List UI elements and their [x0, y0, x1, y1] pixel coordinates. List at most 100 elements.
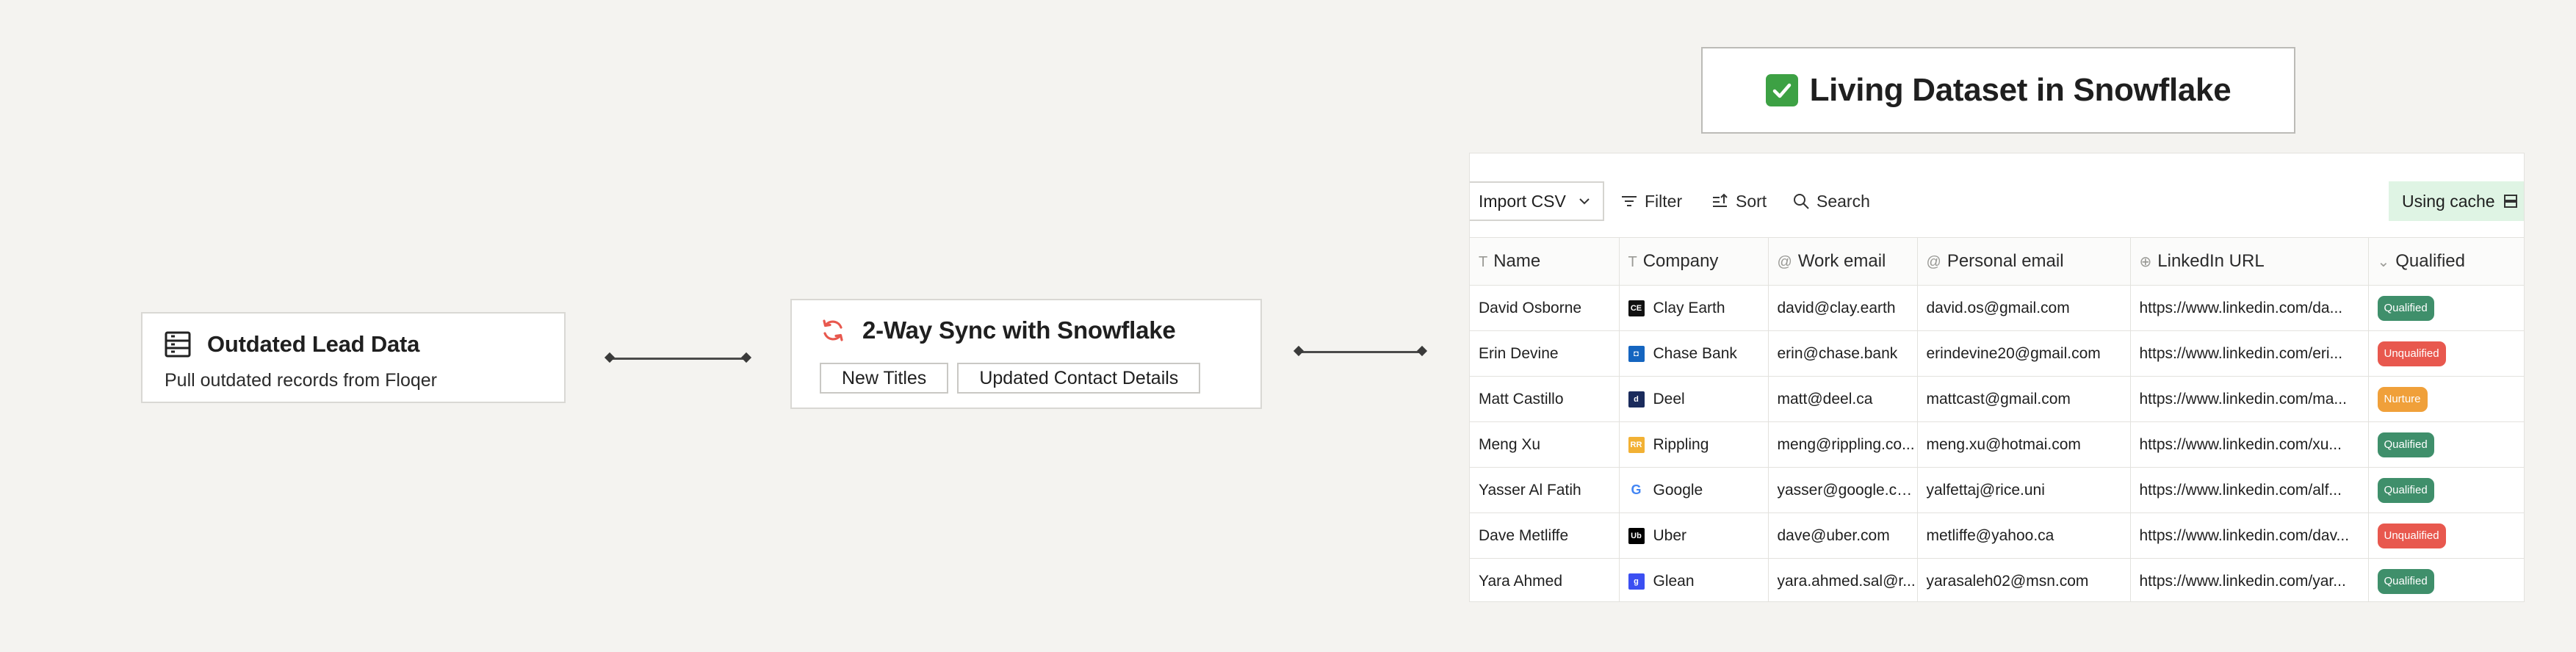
- cell-linkedin-url[interactable]: https://www.linkedin.com/ma...: [2130, 376, 2369, 422]
- outdated-lead-data-card: Outdated Lead Data Pull outdated records…: [141, 312, 566, 403]
- filter-button[interactable]: Filter: [1620, 181, 1682, 221]
- cell-company[interactable]: d Deel: [1619, 376, 1769, 422]
- table-row[interactable]: Meng Xu RR Rippling meng@rippling.co... …: [1470, 421, 2524, 468]
- status-badge: Nurture: [2377, 386, 2428, 412]
- cell-qualified[interactable]: Nurture: [2368, 376, 2524, 422]
- cell-qualified[interactable]: Qualified: [2368, 421, 2524, 468]
- company-name: Chase Bank: [1653, 344, 1737, 362]
- cell-linkedin-url[interactable]: https://www.linkedin.com/da...: [2130, 285, 2369, 331]
- search-icon: [1794, 194, 1809, 209]
- cell-name[interactable]: Erin Devine: [1470, 330, 1620, 377]
- cell-name[interactable]: Meng Xu: [1470, 421, 1620, 468]
- cell-qualified[interactable]: Qualified: [2368, 558, 2524, 601]
- cell-company[interactable]: CE Clay Earth: [1619, 285, 1769, 331]
- search-button[interactable]: Search: [1792, 181, 1870, 221]
- filter-label: Filter: [1645, 191, 1683, 211]
- cell-company[interactable]: Ub Uber: [1619, 512, 1769, 559]
- cell-work-email[interactable]: matt@deel.ca: [1768, 376, 1918, 422]
- filter-icon: [1622, 196, 1637, 206]
- text-icon: T: [1628, 254, 1637, 270]
- status-badge: Qualified: [2377, 568, 2434, 594]
- sort-icon: [1713, 193, 1728, 207]
- using-cache-button[interactable]: Using cache: [2389, 181, 2524, 221]
- cell-linkedin-url[interactable]: https://www.linkedin.com/dav...: [2130, 512, 2369, 559]
- cell-company[interactable]: G Google: [1619, 467, 1769, 513]
- table-row[interactable]: Yasser Al Fatih G Google yasser@google.c…: [1470, 467, 2524, 513]
- outdated-card-title-row: Outdated Lead Data: [163, 330, 419, 359]
- cell-name[interactable]: Yara Ahmed: [1470, 558, 1620, 601]
- cell-personal-email[interactable]: david.os@gmail.com: [1917, 285, 2131, 331]
- import-csv-button[interactable]: Import CSV: [1470, 181, 1604, 221]
- column-header-personal-email[interactable]: @Personal email: [1917, 237, 2131, 286]
- cell-personal-email[interactable]: mattcast@gmail.com: [1917, 376, 2131, 422]
- cell-name[interactable]: Dave Metliffe: [1470, 512, 1620, 559]
- cell-qualified[interactable]: Unqualified: [2368, 512, 2524, 559]
- status-badge: Unqualified: [2377, 341, 2446, 366]
- table-row[interactable]: Matt Castillo d Deel matt@deel.ca mattca…: [1470, 376, 2524, 422]
- column-label: Qualified: [2395, 251, 2465, 271]
- cell-qualified[interactable]: Qualified: [2368, 467, 2524, 513]
- outdated-card-title: Outdated Lead Data: [207, 331, 420, 357]
- cell-work-email[interactable]: yasser@google.co...: [1768, 467, 1918, 513]
- sync-card-title-row: 2-Way Sync with Snowflake: [820, 316, 1176, 344]
- column-header-company[interactable]: T Company: [1619, 237, 1769, 286]
- cell-company[interactable]: RR Rippling: [1619, 421, 1769, 468]
- cell-linkedin-url[interactable]: https://www.linkedin.com/eri...: [2130, 330, 2369, 377]
- cell-personal-email[interactable]: metliffe@yahoo.ca: [1917, 512, 2131, 559]
- column-header-linkedin-url[interactable]: ⊕LinkedIn URL: [2130, 237, 2369, 286]
- cell-company[interactable]: ◘ Chase Bank: [1619, 330, 1769, 377]
- table-row[interactable]: David Osborne CE Clay Earth david@clay.e…: [1470, 285, 2524, 331]
- living-dataset-card: Living Dataset in Snowflake: [1701, 47, 2295, 134]
- two-way-sync-card: 2-Way Sync with Snowflake New Titles Upd…: [790, 299, 1262, 409]
- company-name: Clay Earth: [1653, 299, 1725, 316]
- company-logo: ◘: [1628, 345, 1645, 362]
- company-name: Deel: [1653, 390, 1685, 408]
- at-icon: @: [1777, 254, 1792, 270]
- cell-qualified[interactable]: Qualified: [2368, 285, 2524, 331]
- cell-work-email[interactable]: dave@uber.com: [1768, 512, 1918, 559]
- column-label: LinkedIn URL: [2157, 251, 2265, 271]
- living-dataset-title: Living Dataset in Snowflake: [1809, 72, 2232, 108]
- company-logo: Ub: [1628, 527, 1645, 544]
- cell-linkedin-url[interactable]: https://www.linkedin.com/alf...: [2130, 467, 2369, 513]
- company-cell-content: Ub Uber: [1628, 527, 1768, 545]
- company-name: Glean: [1653, 572, 1695, 590]
- company-name: Google: [1653, 481, 1703, 499]
- cell-qualified[interactable]: Unqualified: [2368, 330, 2524, 377]
- cell-personal-email[interactable]: erindevine20@gmail.com: [1917, 330, 2131, 377]
- at-icon: @: [1926, 254, 1941, 270]
- sync-tags: New Titles Updated Contact Details: [820, 363, 1201, 394]
- status-badge: Unqualified: [2377, 523, 2446, 548]
- cell-name[interactable]: Yasser Al Fatih: [1470, 467, 1620, 513]
- cell-name[interactable]: Matt Castillo: [1470, 376, 1620, 422]
- dataset-table-panel: Import CSV Filter Sort: [1469, 153, 2525, 602]
- cell-personal-email[interactable]: meng.xu@hotmai.com: [1917, 421, 2131, 468]
- column-label: Company: [1642, 251, 1719, 271]
- company-logo: RR: [1628, 436, 1645, 453]
- status-badge: Qualified: [2377, 295, 2434, 321]
- cell-work-email[interactable]: yara.ahmed.sal@r...: [1768, 558, 1918, 601]
- sort-button[interactable]: Sort: [1711, 181, 1767, 221]
- company-name: Rippling: [1653, 435, 1709, 453]
- company-cell-content: g Glean: [1628, 573, 1768, 590]
- column-header-work-email[interactable]: @Work email: [1768, 237, 1918, 286]
- table-row[interactable]: Erin Devine ◘ Chase Bank erin@chase.bank…: [1470, 330, 2524, 377]
- table-toolbar: Import CSV Filter Sort: [1470, 181, 2524, 222]
- cell-work-email[interactable]: david@clay.earth: [1768, 285, 1918, 331]
- table-icon: [165, 331, 191, 358]
- cell-work-email[interactable]: meng@rippling.co...: [1768, 421, 1918, 468]
- table-row[interactable]: Yara Ahmed g Glean yara.ahmed.sal@r... y…: [1470, 558, 2524, 601]
- cell-personal-email[interactable]: yalfettaj@rice.uni: [1917, 467, 2131, 513]
- cell-linkedin-url[interactable]: https://www.linkedin.com/yar...: [2130, 558, 2369, 601]
- cell-linkedin-url[interactable]: https://www.linkedin.com/xu...: [2130, 421, 2369, 468]
- cell-company[interactable]: g Glean: [1619, 558, 1769, 601]
- outdated-card-subtitle: Pull outdated records from Floqer: [165, 370, 438, 391]
- connector-right: [1299, 351, 1422, 353]
- cell-personal-email[interactable]: yarasaleh02@msn.com: [1917, 558, 2131, 601]
- column-header-qualified[interactable]: ⌄Qualified: [2368, 237, 2524, 286]
- table-row[interactable]: Dave Metliffe Ub Uber dave@uber.com metl…: [1470, 512, 2524, 559]
- cell-name[interactable]: David Osborne: [1470, 285, 1620, 331]
- status-badge: Qualified: [2377, 477, 2434, 503]
- cell-work-email[interactable]: erin@chase.bank: [1768, 330, 1918, 377]
